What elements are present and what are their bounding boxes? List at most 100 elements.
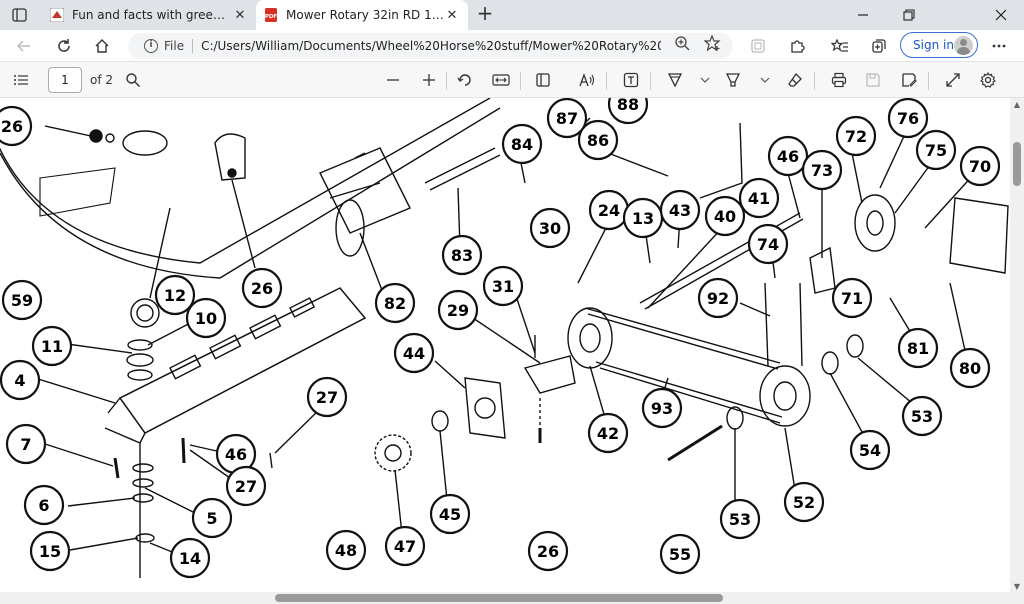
callout-42: 42 xyxy=(587,412,629,454)
collections-button[interactable] xyxy=(867,34,891,58)
horizontal-scrollbar-thumb[interactable] xyxy=(275,594,723,602)
page-number-input[interactable]: 1 xyxy=(48,67,82,93)
plus-icon xyxy=(423,74,435,86)
favorites-button[interactable] xyxy=(828,34,852,58)
callout-label: 83 xyxy=(451,246,473,265)
callout-label: 12 xyxy=(164,286,186,305)
chevron-down-icon xyxy=(760,77,770,83)
fit-to-width-button[interactable] xyxy=(490,69,512,91)
rotate-button[interactable] xyxy=(454,69,476,91)
draw-options-dropdown[interactable] xyxy=(694,69,716,91)
full-screen-button[interactable] xyxy=(942,69,964,91)
callout-circle xyxy=(527,530,569,572)
callout-label: 31 xyxy=(492,277,514,296)
close-window-button[interactable] xyxy=(978,0,1024,30)
home-button[interactable] xyxy=(90,34,114,58)
sign-in-label: Sign in xyxy=(913,38,954,52)
callout-7: 7 xyxy=(5,423,47,465)
callout-circle xyxy=(325,529,367,571)
callout-84: 84 xyxy=(501,123,543,165)
erase-button[interactable] xyxy=(784,69,806,91)
expand-icon xyxy=(946,73,960,87)
callout-26: 26 xyxy=(0,105,33,147)
refresh-button[interactable] xyxy=(52,34,76,58)
callout-label: 54 xyxy=(859,441,881,460)
tab-actions-menu[interactable] xyxy=(8,5,30,25)
scroll-up-icon[interactable]: ▲ xyxy=(1013,100,1021,109)
address-bar[interactable]: i File C:/Users/William/Documents/Wheel%… xyxy=(128,33,733,59)
add-text-button[interactable] xyxy=(620,69,642,91)
tab-close-icon[interactable]: ✕ xyxy=(446,7,458,23)
text-box-icon xyxy=(623,72,639,88)
callout-circle xyxy=(441,234,483,276)
zoom-icon[interactable] xyxy=(672,35,692,55)
table-of-contents-button[interactable] xyxy=(10,69,32,91)
callout-label: 71 xyxy=(841,289,863,308)
restore-button[interactable] xyxy=(886,0,932,30)
callout-5: 5 xyxy=(191,497,233,539)
callout-circle xyxy=(225,465,267,507)
file-scheme-label: File xyxy=(164,39,194,53)
back-button[interactable] xyxy=(12,34,36,58)
close-icon xyxy=(995,9,1007,21)
highlight-button[interactable] xyxy=(722,69,744,91)
callout-circle xyxy=(0,105,33,147)
zoom-in-button[interactable] xyxy=(418,69,440,91)
pdf-settings-button[interactable] xyxy=(977,69,999,91)
new-tab-button[interactable]: + xyxy=(476,1,494,25)
vertical-scrollbar-thumb[interactable] xyxy=(1013,142,1021,186)
callout-label: 26 xyxy=(251,279,273,298)
callout-74: 74 xyxy=(747,223,789,265)
draw-button[interactable] xyxy=(664,69,686,91)
url-text[interactable]: C:/Users/William/Documents/Wheel%20Horse… xyxy=(201,39,662,53)
callout-label: 42 xyxy=(597,424,619,443)
tab-fun-and-facts[interactable]: Fun and facts with green greases ✕ xyxy=(42,0,256,30)
extensions-button[interactable] xyxy=(785,34,809,58)
callout-circle xyxy=(587,412,629,454)
callout-circle xyxy=(801,149,843,191)
zoom-out-button[interactable] xyxy=(382,69,404,91)
info-icon[interactable]: i xyxy=(144,39,158,53)
find-button[interactable] xyxy=(122,69,144,91)
settings-more-button[interactable] xyxy=(987,34,1011,58)
callout-circle xyxy=(897,327,939,369)
callout-label: 11 xyxy=(41,337,63,356)
callout-label: 84 xyxy=(511,135,533,154)
callout-circle xyxy=(5,423,47,465)
toolbar-divider xyxy=(606,72,607,90)
collections-icon xyxy=(872,39,886,53)
add-favorite-star-icon[interactable] xyxy=(703,34,723,55)
callout-circle xyxy=(704,195,746,237)
save-as-button[interactable] xyxy=(898,69,920,91)
callout-circle xyxy=(169,537,211,579)
page-view-button[interactable] xyxy=(532,69,554,91)
callout-circle xyxy=(697,277,739,319)
callout-label: 14 xyxy=(179,549,201,568)
minimize-button[interactable] xyxy=(840,0,886,30)
print-button[interactable] xyxy=(828,69,850,91)
callout-circle xyxy=(831,277,873,319)
horizontal-scrollbar[interactable] xyxy=(0,592,1010,604)
callout-circle xyxy=(849,429,891,471)
callout-label: 15 xyxy=(39,542,61,561)
split-screen-button[interactable] xyxy=(746,34,770,58)
avatar-icon xyxy=(954,36,973,55)
vertical-scrollbar[interactable]: ▲ ▼ xyxy=(1010,98,1024,592)
callout-88: 88 xyxy=(607,98,649,125)
callout-53: 53 xyxy=(719,498,761,540)
scroll-down-icon[interactable]: ▼ xyxy=(1013,582,1021,591)
callout-circle xyxy=(529,207,571,249)
callout-label: 81 xyxy=(907,339,929,358)
tab-mower-rotary-pdf[interactable]: PDF Mower Rotary 32in RD 1969 5-23 ✕ xyxy=(256,0,468,30)
callout-label: 72 xyxy=(845,127,867,146)
callout-92: 92 xyxy=(697,277,739,319)
callout-circle xyxy=(437,289,479,331)
save-button[interactable] xyxy=(862,69,884,91)
sign-in-button[interactable]: Sign in xyxy=(900,32,978,58)
read-aloud-button[interactable] xyxy=(576,69,598,91)
callout-41: 41 xyxy=(738,177,780,219)
highlight-options-dropdown[interactable] xyxy=(754,69,776,91)
tab-close-icon[interactable]: ✕ xyxy=(234,7,246,23)
